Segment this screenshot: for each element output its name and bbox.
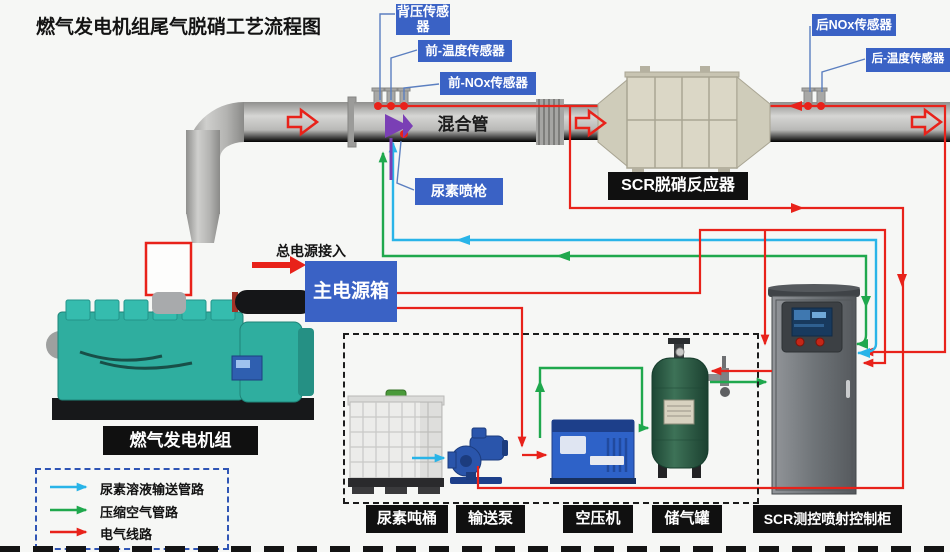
label-rear-nox-sensor: 后NOx传感器 bbox=[812, 14, 896, 36]
label-front-nox-sensor: 前-NOx传感器 bbox=[440, 72, 536, 95]
label-scr-control-cabinet: SCR测控喷射控制柜 bbox=[753, 505, 902, 533]
urea-injector bbox=[385, 114, 413, 180]
label-urea-tote: 尿素吨桶 bbox=[366, 505, 448, 533]
label-back-pressure-sensor: 背压传感器 bbox=[396, 3, 450, 35]
label-air-compressor: 空压机 bbox=[563, 505, 633, 533]
bottom-dashed-strip bbox=[0, 546, 950, 552]
rear-sensor-ports bbox=[801, 87, 828, 110]
label-urea-injector: 尿素喷枪 bbox=[415, 178, 503, 205]
leader-lines bbox=[379, 13, 866, 191]
label-generator: 燃气发电机组 bbox=[103, 426, 258, 455]
transfer-pump bbox=[447, 427, 508, 484]
dosing-skid-boundary bbox=[343, 333, 759, 504]
legend-item-air-line: 压缩空气管路 bbox=[100, 505, 179, 520]
scr-control-cabinet bbox=[768, 284, 860, 495]
urea-line-arrows bbox=[456, 235, 870, 358]
air-line-arrows bbox=[535, 251, 871, 392]
gas-generator-set bbox=[46, 290, 314, 420]
power-input-arrow bbox=[252, 256, 306, 274]
exhaust-piping bbox=[144, 87, 950, 297]
label-front-temp-sensor: 前-温度传感器 bbox=[418, 40, 512, 62]
label-air-tank: 储气罐 bbox=[652, 505, 722, 533]
legend-arrows bbox=[50, 482, 88, 537]
main-power-box: 主电源箱 bbox=[305, 261, 397, 322]
cabinet-handle bbox=[846, 380, 850, 398]
scr-reactor bbox=[597, 66, 771, 174]
page-title: 燃气发电机组尾气脱硝工艺流程图 bbox=[36, 17, 322, 38]
label-scr-reactor: SCR脱硝反应器 bbox=[608, 172, 748, 200]
cabinet-button bbox=[815, 337, 825, 347]
air-tank bbox=[651, 338, 730, 478]
label-transfer-pump: 输送泵 bbox=[456, 505, 525, 533]
cabinet-button bbox=[795, 337, 805, 347]
electric-lines bbox=[397, 106, 905, 490]
label-main-power-input: 总电源接入 bbox=[276, 243, 346, 259]
legend-item-electric-line: 电气线路 bbox=[100, 527, 153, 542]
flow-arrows bbox=[286, 107, 944, 138]
label-mixing-pipe: 混合管 bbox=[437, 115, 489, 134]
air-compressor bbox=[550, 419, 636, 484]
legend-item-urea-line: 尿素溶液输送管路 bbox=[100, 482, 205, 497]
exhaust-connection-box bbox=[144, 241, 193, 297]
label-rear-temp-sensor: 后-温度传感器 bbox=[866, 48, 950, 72]
